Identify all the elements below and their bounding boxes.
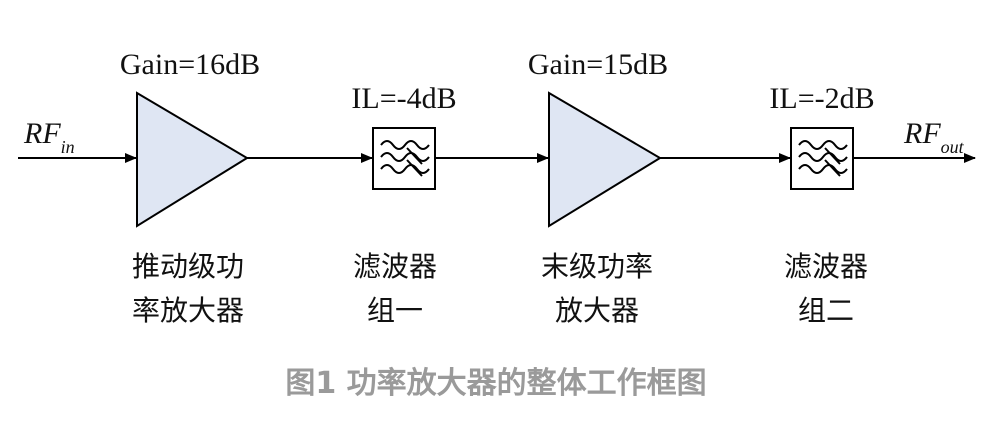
filter-icon <box>790 127 854 190</box>
driver-amplifier-gain: Gain=16dB <box>120 48 260 81</box>
figure-caption: 图1 功率放大器的整体工作框图 <box>285 366 706 401</box>
filter-group-1-name-2: 组一 <box>367 294 423 327</box>
filter-icon <box>372 127 436 190</box>
filter-group-1: IL=-4dB 滤波器 组一 <box>351 82 456 327</box>
filter-group-2-name-1: 滤波器 <box>784 250 868 283</box>
final-amplifier-gain: Gain=15dB <box>528 48 668 81</box>
final-amplifier-name-2: 放大器 <box>555 294 639 327</box>
filter-group-2-loss: IL=-2dB <box>769 82 874 115</box>
filter-group-2: IL=-2dB 滤波器 组二 <box>769 82 874 327</box>
input-label: RFin <box>23 117 75 157</box>
amplifier-icon <box>548 91 662 228</box>
output-signal: RFout <box>853 117 976 163</box>
amplifier-icon <box>136 91 249 228</box>
final-amplifier: Gain=15dB 末级功率 放大器 <box>528 48 668 327</box>
final-amplifier-name-1: 末级功率 <box>541 250 653 283</box>
driver-amplifier: Gain=16dB 推动级功 率放大器 <box>120 48 260 327</box>
input-signal: RFin <box>18 117 137 163</box>
output-label: RFout <box>903 117 965 157</box>
driver-amplifier-name-1: 推动级功 <box>132 250 244 283</box>
filter-group-2-name-2: 组二 <box>798 294 854 327</box>
filter-group-1-name-1: 滤波器 <box>353 250 437 283</box>
filter-group-1-loss: IL=-4dB <box>351 82 456 115</box>
driver-amplifier-name-2: 率放大器 <box>132 294 244 327</box>
